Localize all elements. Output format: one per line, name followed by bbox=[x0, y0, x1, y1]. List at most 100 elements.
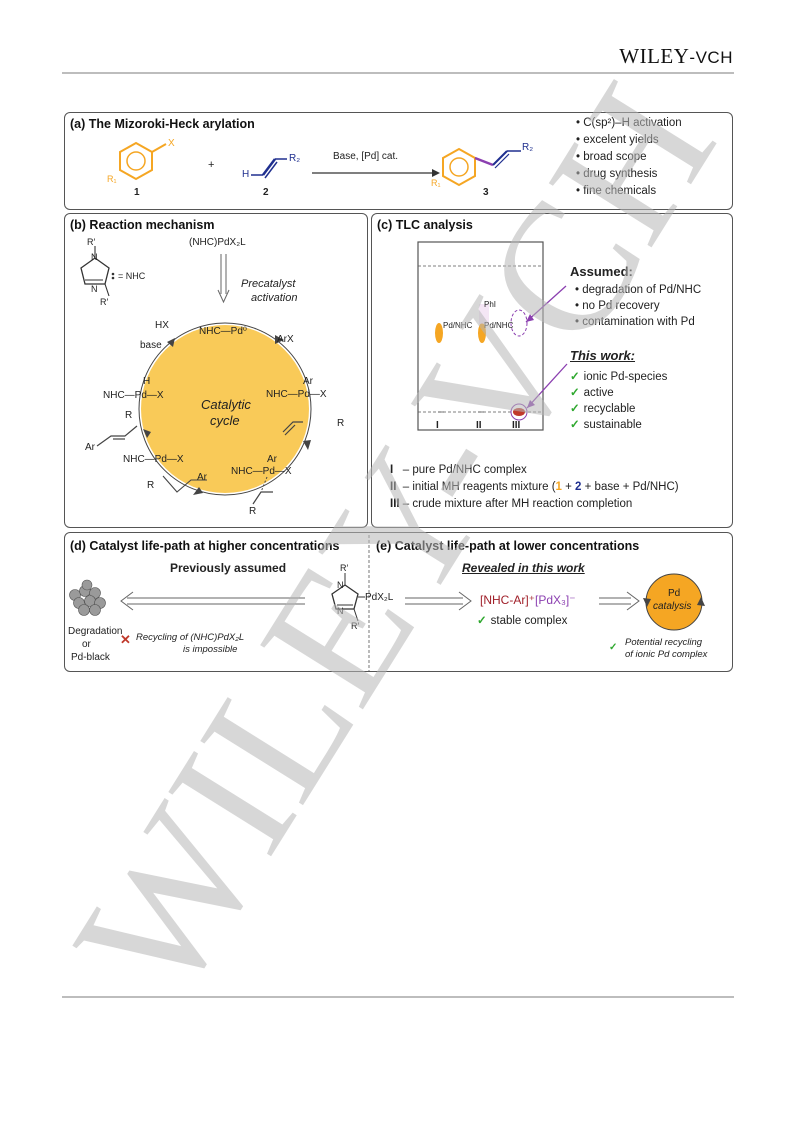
tlc-spot-lane2-label: Pd/NHC bbox=[484, 321, 514, 330]
stable-complex: ✓stable complex bbox=[477, 615, 568, 627]
reaction-arrow-icon bbox=[312, 169, 440, 177]
base-label: base bbox=[140, 340, 162, 351]
check-icon: ✓ bbox=[477, 615, 487, 627]
panel-c-title: (c) TLC analysis bbox=[377, 218, 473, 232]
plus-sign: + bbox=[208, 159, 215, 171]
coord-r: R bbox=[249, 506, 257, 517]
thiswork-title: This work: bbox=[570, 348, 636, 363]
check-icon: ✓ bbox=[570, 387, 580, 399]
check-icon: ✓ bbox=[570, 419, 580, 431]
panel-d-subtitle: Previously assumed bbox=[170, 561, 287, 575]
activation-label-1: Precatalyst bbox=[241, 278, 296, 290]
tlc-legend-item: II – initial MH reagents mixture (1 + 2 … bbox=[390, 481, 679, 493]
potential-recycling-1: Potential recycling bbox=[625, 637, 703, 648]
ionic-complex: [NHC-Ar]⁺[PdX₃]⁻ bbox=[480, 593, 576, 607]
panel-c: (c) TLC analysis Pd/NHC Pd/NHC PhI I II … bbox=[371, 213, 733, 528]
bullet-item: • drug synthesis bbox=[576, 168, 658, 180]
compound-1-r1: R₁ bbox=[107, 174, 117, 184]
compound-2-structure bbox=[251, 158, 287, 179]
hydride-complex: NHC—Pd—X bbox=[103, 390, 164, 401]
assumed-title: Assumed: bbox=[570, 264, 633, 279]
nhc-center-pdx2l: PdX₂L bbox=[365, 592, 394, 603]
check-icon: ✓ bbox=[570, 371, 580, 383]
pd-catalysis-pd: Pd bbox=[668, 588, 681, 599]
tlc-legend-item: I – pure Pd/NHC complex bbox=[390, 464, 527, 476]
tlc-lane-3: III bbox=[512, 420, 521, 431]
publisher-logo: WILEY-VCH bbox=[619, 44, 733, 68]
compound-1-structure bbox=[119, 141, 167, 181]
nhc-r-top: R′ bbox=[87, 237, 96, 247]
pd0-complex: NHC—Pd⁰ bbox=[199, 326, 247, 337]
compound-2-r2: R₂ bbox=[289, 153, 301, 164]
check-icon: ✓ bbox=[609, 642, 618, 653]
tlc-lane-1: I bbox=[436, 420, 439, 431]
product-ar: Ar bbox=[85, 442, 95, 453]
panel-d-title: (d) Catalyst life-path at higher concent… bbox=[70, 539, 340, 553]
insertion-ar: Ar bbox=[197, 472, 207, 483]
recycling-impossible-2: is impossible bbox=[183, 644, 238, 655]
recycling-impossible-1: Recycling of (NHC)PdX₂L bbox=[136, 632, 245, 643]
nhc-center-r-top: R′ bbox=[340, 563, 349, 573]
bullet-item: • broad scope bbox=[576, 151, 647, 163]
reaction-conditions: Base, [Pd] cat. bbox=[333, 151, 399, 162]
assumed-item: • contamination with Pd bbox=[575, 316, 695, 328]
assumed-item: • degradation of Pd/NHC bbox=[575, 284, 702, 296]
ox-add-ar: Ar bbox=[303, 376, 313, 387]
tlc-phi-label: PhI bbox=[484, 300, 497, 309]
thiswork-item: ✓sustainable bbox=[570, 419, 642, 431]
coordination-complex: NHC—Pd—X bbox=[231, 466, 292, 477]
header-rule bbox=[62, 72, 734, 74]
or-label: or bbox=[82, 639, 91, 650]
bullet-item: • excelent yields bbox=[576, 134, 659, 146]
compound-2-label: 2 bbox=[263, 187, 269, 198]
compound-1-x: X bbox=[168, 138, 175, 149]
coord-ar: Ar bbox=[267, 454, 277, 465]
alkene-r-right: R bbox=[337, 418, 345, 429]
arx-label: ArX bbox=[277, 334, 294, 345]
nhc-r-bottom: R′ bbox=[100, 297, 109, 307]
panel-a: (a) The Mizoroki-Heck arylation X R₁ 1 +… bbox=[64, 112, 733, 210]
compound-3-structure bbox=[442, 147, 521, 187]
oxidative-addition-complex: NHC—Pd—X bbox=[266, 389, 327, 400]
compound-3-label: 3 bbox=[483, 187, 489, 198]
compound-2-h: H bbox=[242, 169, 250, 180]
potential-recycling-2: of ionic Pd complex bbox=[625, 649, 708, 660]
activation-label-2: activation bbox=[251, 292, 298, 304]
tlc-legend-item: III – crude mixture after MH reaction co… bbox=[390, 498, 633, 510]
hydride-h: H bbox=[143, 376, 151, 387]
compound-1-label: 1 bbox=[134, 187, 140, 198]
nhc-n-bottom: N bbox=[91, 284, 98, 294]
nhc-structure bbox=[80, 246, 115, 297]
nhc-center-n-top: N bbox=[337, 580, 344, 590]
activation-arrow-icon bbox=[217, 254, 230, 304]
pdblack-label: Pd-black bbox=[71, 652, 110, 663]
degradation-label: Degradation bbox=[68, 626, 123, 637]
nhc-n-top: N bbox=[91, 252, 98, 262]
thiswork-item: ✓ionic Pd-species bbox=[570, 371, 668, 383]
check-icon: ✓ bbox=[570, 403, 580, 415]
panel-de-graphics bbox=[69, 535, 705, 671]
insertion-complex: NHC—Pd—X bbox=[123, 454, 184, 465]
potential-check: ✓ bbox=[609, 642, 621, 653]
hx-label: HX bbox=[155, 320, 169, 331]
footer-rule bbox=[62, 996, 734, 998]
insertion-r: R bbox=[147, 480, 155, 491]
tlc-spot-lane1-label: Pd/NHC bbox=[443, 321, 473, 330]
nhc-center-r-bottom: R′ bbox=[351, 621, 360, 631]
panel-b-title: (b) Reaction mechanism bbox=[70, 218, 215, 232]
thiswork-item: ✓recyclable bbox=[570, 403, 636, 415]
precatalyst-label: (NHC)PdX₂L bbox=[189, 237, 246, 248]
catalytic-cycle-diagram bbox=[96, 322, 312, 505]
cross-icon: ✕ bbox=[120, 632, 131, 647]
panel-e-title: (e) Catalyst life-path at lower concentr… bbox=[376, 539, 640, 553]
pd-catalysis-label: catalysis bbox=[653, 601, 692, 612]
nhc-center-n-bottom: N bbox=[337, 606, 344, 616]
assumed-item: • no Pd recovery bbox=[575, 300, 660, 312]
panel-b: (b) Reaction mechanism R′ N N R′ = NHC (… bbox=[64, 213, 368, 528]
product-r: R bbox=[125, 410, 133, 421]
tlc-plate bbox=[417, 241, 568, 431]
cycle-label-1: Catalytic bbox=[201, 397, 251, 412]
bullet-item: • C(sp²)–H activation bbox=[576, 117, 682, 129]
panel-de: (d) Catalyst life-path at higher concent… bbox=[64, 532, 733, 672]
panel-a-title: (a) The Mizoroki-Heck arylation bbox=[70, 117, 255, 131]
